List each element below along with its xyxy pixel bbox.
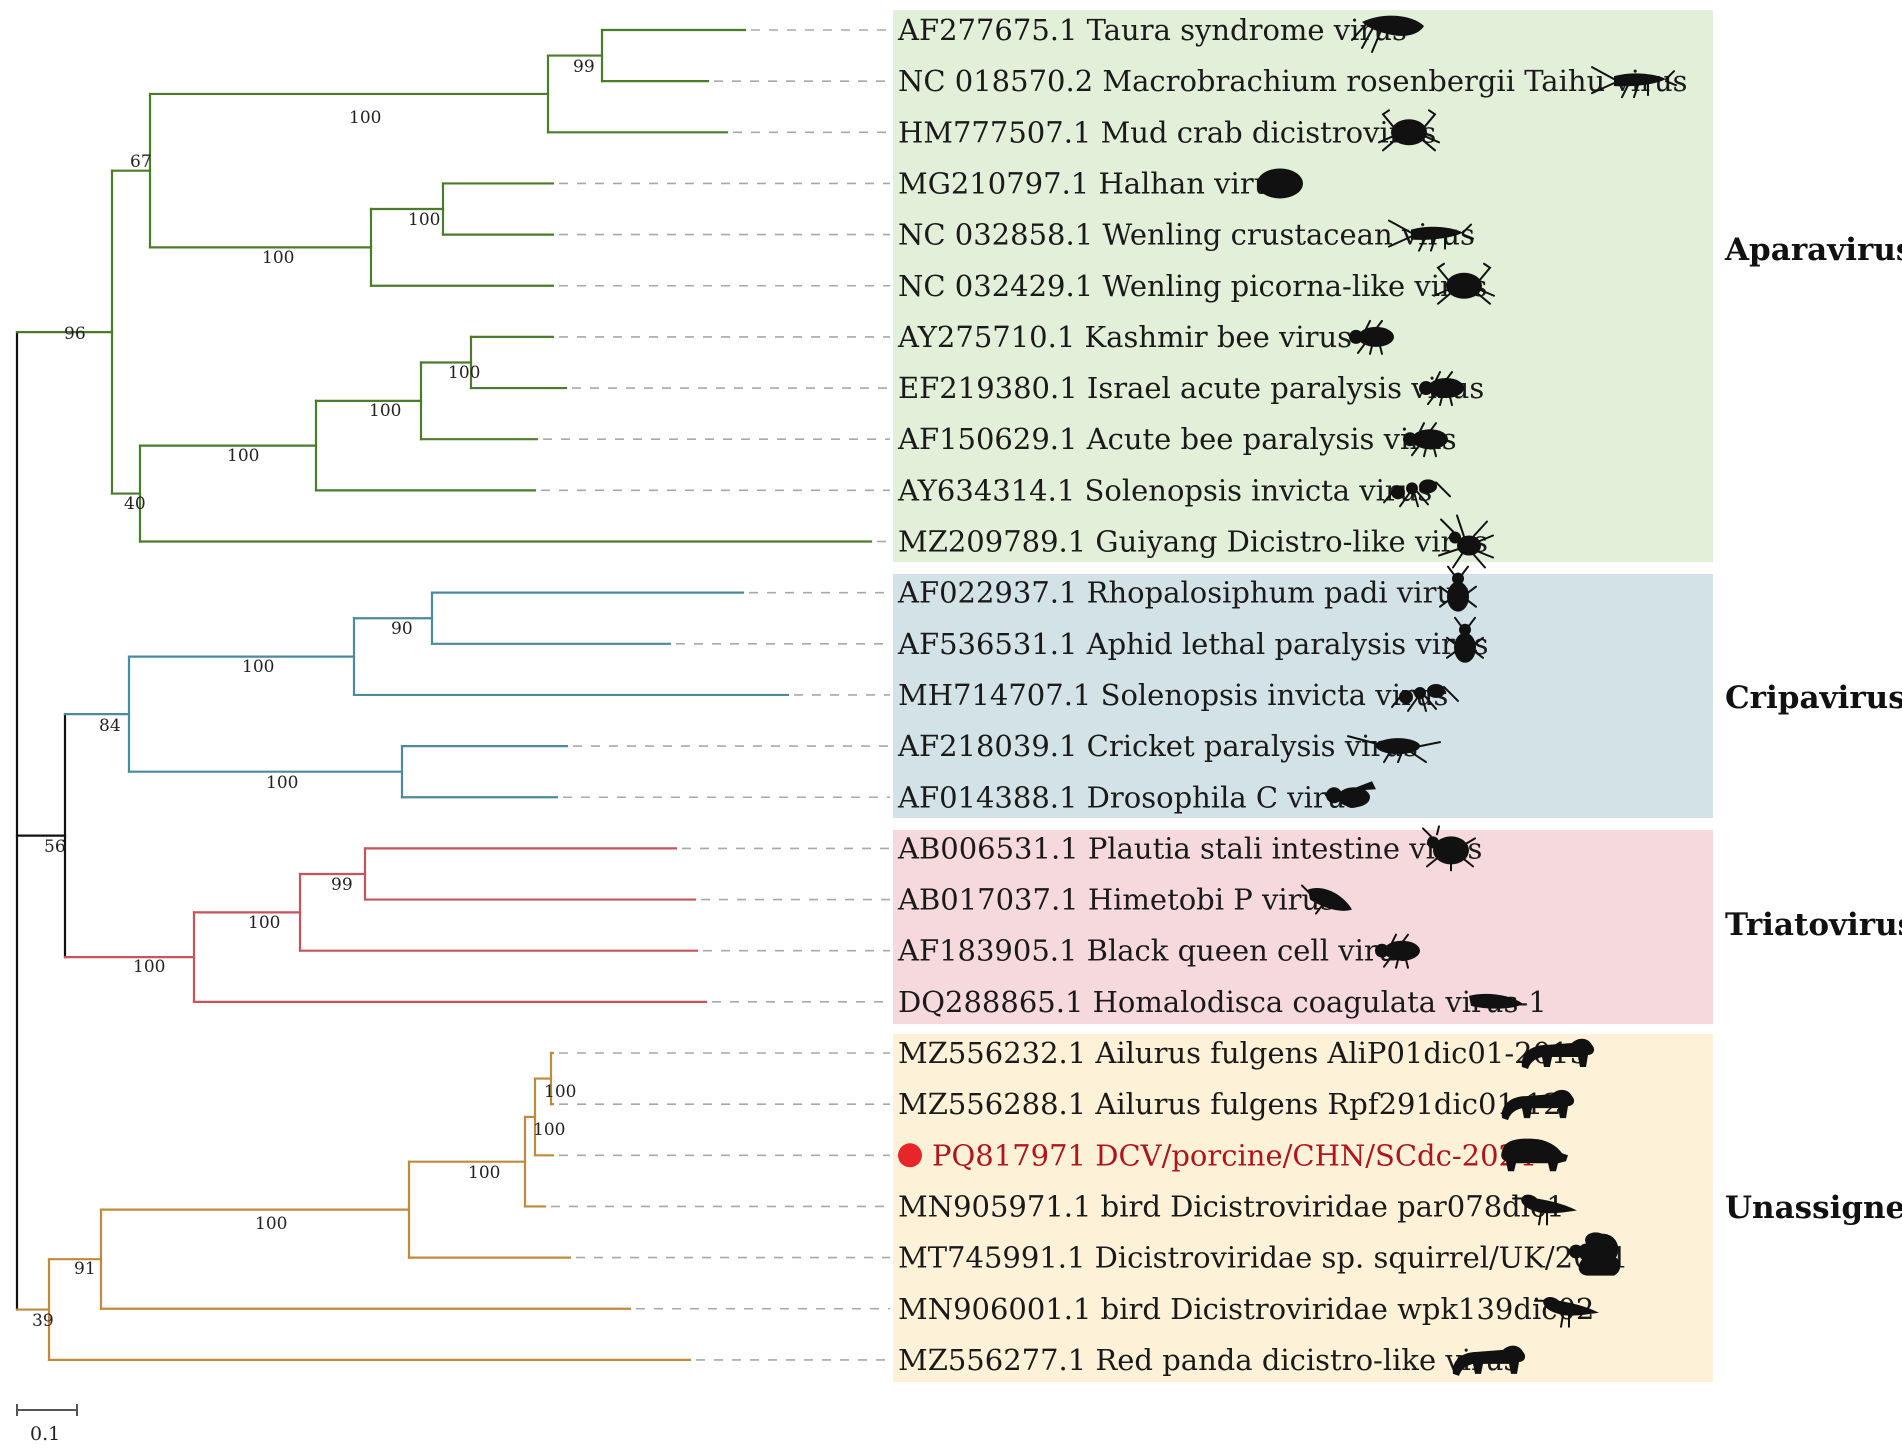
- bootstrap-n_bird_group: 100: [468, 1163, 500, 1183]
- prawn-icon: [1388, 219, 1474, 252]
- bootstrap-n_triato: 100: [133, 957, 165, 977]
- bird-icon: [1512, 1194, 1577, 1226]
- bootstrap-n_bee: 100: [227, 446, 259, 466]
- genus-labels: AparavirusCripavirusTriatovirusUnassigne…: [1724, 232, 1902, 1226]
- taxon-label: AB006531.1 Plautia stali intestine virus: [897, 831, 1482, 865]
- taxon-label: MZ556232.1 Ailurus fulgens AliP01dic01-2…: [898, 1036, 1588, 1070]
- taxon-label: DQ288865.1 Homalodisca coagulata virus-1: [898, 985, 1547, 1019]
- unassigned-clade-box: [893, 1034, 1713, 1382]
- highlight-dot: [898, 1143, 922, 1168]
- taxon-label: AB017037.1 Himetobi P virus: [897, 883, 1335, 917]
- planthopper-icon: [1301, 884, 1352, 915]
- taxon-label: AY275710.1 Kashmir bee virus: [897, 320, 1352, 354]
- taxon-labels: AF277675.1 Taura syndrome virus NC 018570…: [897, 13, 1688, 1377]
- aphid-icon: [1439, 565, 1477, 612]
- taxon-label: AY634314.1 Solenopsis invicta virus: [897, 473, 1432, 507]
- taxon-label: MZ209789.1 Guiyang Dicistro-like virus: [898, 525, 1488, 559]
- bootstrap-n_crust_a: 100: [349, 108, 381, 128]
- bootstrap-n_porcine: 100: [533, 1120, 565, 1140]
- taxon-label: MN905971.1 bird Dicistroviridae par078di…: [898, 1189, 1565, 1223]
- bootstrap-values: 99 100 100 100 67 100 100 100 40 96 90 100 100 84 99 10…: [32, 57, 595, 1331]
- bootstrap-n_apara: 96: [64, 324, 86, 344]
- genus-label-unassigned: Unassigned: [1725, 1190, 1902, 1226]
- genus-label-cripavirus: Cripavirus: [1725, 680, 1902, 716]
- taxon-label: AF277675.1 Taura syndrome virus: [897, 13, 1407, 47]
- taxon-label: MZ556288.1 Ailurus fulgens Rpf291dic01-1…: [898, 1087, 1562, 1121]
- bootstrap-n_ailurus: 100: [544, 1082, 576, 1102]
- bootstrap-n_halhan_group: 100: [262, 248, 294, 268]
- bootstrap-n_kashmir_abpv: 100: [369, 401, 401, 421]
- stinkbug-icon: [1422, 825, 1476, 872]
- spider-icon: [1438, 514, 1494, 569]
- leafhopper-icon: [1469, 993, 1523, 1009]
- genus-label-triatovirus: Triatovirus: [1725, 907, 1902, 943]
- leader-lines: [541, 29, 890, 1361]
- host-icons: [1257, 15, 1677, 1376]
- taxon-label: MH714707.1 Solenopsis invicta virus: [898, 678, 1448, 712]
- taxon-label: MG210797.1 Halhan virus: [898, 166, 1287, 200]
- red-panda-icon: [1501, 1089, 1575, 1121]
- taxon-label: AF218039.1 Cricket paralysis virus: [897, 729, 1418, 763]
- bootstrap-n_taura_macro: 99: [573, 57, 595, 77]
- taxon-label: NC 032858.1 Wenling crustacean virus: [898, 218, 1475, 252]
- taxon-label: MT745991.1 Dicistroviridae sp. squirrel/…: [898, 1241, 1628, 1275]
- bee-icon: [1375, 933, 1420, 969]
- taxon-label: MN906001.1 bird Dicistroviridae wpk139di…: [898, 1292, 1594, 1326]
- bootstrap-n_insect: 40: [124, 494, 146, 514]
- bird-icon: [1534, 1296, 1599, 1328]
- bootstrap-n_crust: 67: [130, 152, 152, 172]
- taxon-label: AF536531.1 Aphid lethal paralysis virus: [897, 627, 1488, 661]
- red-panda-icon: [1452, 1345, 1526, 1376]
- shrimp-icon: [1351, 15, 1424, 53]
- bootstrap-n_triato_a: 100: [248, 913, 280, 933]
- bootstrap-n_cricket_dros: 100: [266, 773, 298, 793]
- bootstrap-n_plautia_himetobi: 99: [331, 875, 353, 895]
- crab-icon: [1378, 109, 1440, 152]
- cripavirus-clade-box: [893, 574, 1713, 818]
- clam-icon: [1257, 168, 1303, 199]
- genus-label-aparavirus: Aparavirus: [1724, 232, 1902, 268]
- taxon-label: AF022937.1 Rhopalosiphum padi virus: [897, 576, 1470, 610]
- scale-bar-label: 0.1: [30, 1423, 60, 1445]
- cricket-icon: [1347, 735, 1441, 764]
- taxon-label: HM777507.1 Mud crab dicistrovirus: [898, 115, 1436, 149]
- bootstrap-n_halhan_wenling: 100: [408, 210, 440, 230]
- squirrel-icon: [1569, 1232, 1621, 1276]
- triatovirus-clade-box: [893, 830, 1713, 1024]
- taxon-label: NC 018570.2 Macrobrachium rosenbergii Ta…: [898, 64, 1688, 98]
- taxon-label: AF150629.1 Acute bee paralysis virus: [897, 422, 1457, 456]
- tree-branches: [15, 28, 873, 1362]
- bootstrap-n_squirrel_group: 100: [255, 1214, 287, 1234]
- bootstrap-n_cripa: 84: [99, 716, 121, 736]
- aphid-icon: [1446, 616, 1484, 663]
- bootstrap-n_unassigned_a: 91: [74, 1259, 96, 1279]
- bee-icon: [1349, 319, 1394, 355]
- red-panda-icon: [1521, 1038, 1595, 1069]
- fly-icon: [1326, 781, 1376, 808]
- scale-bar: 0.1: [16, 1404, 78, 1445]
- crab-icon: [1433, 262, 1495, 305]
- pig-icon: [1501, 1138, 1568, 1172]
- bootstrap-n_cripa_a: 100: [242, 657, 274, 677]
- bootstrap-n_cripa_triato: 56: [44, 837, 66, 857]
- taxon-label: AF183905.1 Black queen cell virus: [897, 934, 1411, 968]
- bootstrap-n_kashmir_israel: 100: [448, 363, 480, 383]
- taxon-label: AF014388.1 Drosophila C virus: [897, 780, 1360, 814]
- ant-icon: [1383, 479, 1451, 508]
- taxon-label: NC 032429.1 Wenling picorna-like virus: [898, 269, 1487, 303]
- prawn-icon: [1591, 66, 1677, 99]
- aparavirus-clade-box: [893, 10, 1713, 562]
- bee-icon: [1419, 371, 1464, 407]
- bee-icon: [1403, 422, 1448, 458]
- bootstrap-n_rhopal_aphid: 90: [391, 619, 413, 639]
- taxon-label: EF219380.1 Israel acute paralysis virus: [898, 371, 1484, 405]
- ant-icon: [1391, 683, 1459, 712]
- taxon-label: PQ817971 DCV/porcine/CHN/SCdc-2024: [932, 1138, 1535, 1172]
- taxon-label: MZ556277.1 Red panda dicistro-like virus: [898, 1343, 1518, 1377]
- clade-boxes: [893, 10, 1713, 1382]
- bootstrap-n_unassigned: 39: [32, 1311, 54, 1331]
